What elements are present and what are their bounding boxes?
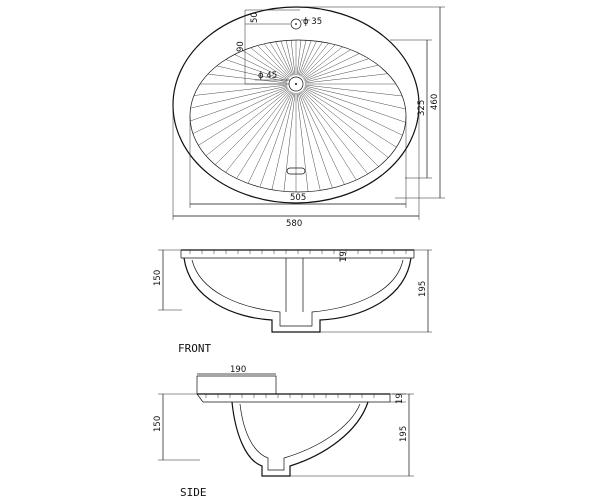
faucet-hole (290, 18, 302, 30)
dim-90: 90 (236, 41, 246, 52)
bowl-rib (225, 90, 291, 173)
bowl-rib (301, 90, 368, 175)
bowl-rib (290, 40, 296, 76)
bowl-rib (283, 92, 296, 192)
bowl-rib (236, 91, 292, 179)
front-dim-195: 195 (418, 281, 428, 297)
bowl-radial-ribs (190, 39, 406, 192)
bowl-rib (198, 88, 289, 146)
bowl-rib (205, 89, 290, 156)
bowl-rib (193, 84, 288, 96)
bowl-rib (280, 40, 294, 76)
bowl-rib (297, 40, 307, 76)
dim-460: 460 (430, 94, 440, 110)
side-view: 190 150 19 195 SIDE (153, 365, 414, 499)
bowl-rib (207, 73, 288, 84)
bowl-rib (302, 90, 379, 167)
bowl-rib (302, 44, 336, 78)
bowl-rib (302, 89, 389, 158)
bowl-rib (296, 39, 302, 76)
bowl-rib (296, 92, 309, 192)
bowl-rib (234, 54, 288, 81)
front-dim-150: 150 (153, 270, 163, 286)
front-dim-19: 19 (339, 251, 349, 262)
bowl-rib (304, 64, 379, 83)
bowl-rib (190, 86, 288, 122)
bowl-rib (216, 65, 288, 83)
basin-inner-bowl (189, 39, 407, 193)
bowl-rib (300, 41, 323, 77)
overflow-slot (286, 167, 306, 175)
bowl-rib (299, 41, 317, 76)
side-dim-195: 195 (399, 426, 409, 442)
bowl-rib (259, 92, 294, 188)
bowl-rib (215, 90, 290, 165)
bowl-rib (192, 87, 288, 134)
side-view-label: SIDE (180, 486, 207, 499)
bowl-rib (242, 50, 289, 80)
bowl-rib (303, 49, 351, 80)
drain-hole-center (295, 83, 297, 85)
bowl-rib (304, 84, 403, 97)
bowl-rib (298, 40, 312, 76)
bowl-rib (304, 86, 406, 123)
front-view: 150 19 195 FRONT (153, 249, 432, 355)
bowl-rib (301, 42, 329, 78)
bowl-rib (299, 92, 345, 185)
dim-phi-35: ϕ 35 (303, 17, 322, 27)
dim-580: 580 (286, 219, 302, 229)
front-bowl-inner (191, 259, 404, 327)
bowl-rib (297, 92, 321, 191)
front-view-label: FRONT (178, 342, 211, 355)
bowl-rib (263, 43, 291, 78)
bowl-rib (250, 47, 290, 79)
side-dim-190: 190 (230, 365, 246, 375)
top-view: 50 ϕ 35 90 ϕ 45 460 325 505 580 (172, 6, 445, 229)
dim-50: 50 (250, 12, 260, 23)
front-bowl-outer (183, 257, 412, 333)
side-bowl-outer (231, 401, 369, 477)
dim-325: 325 (417, 100, 427, 116)
bowl-rib (190, 85, 288, 109)
side-rim-ticks (205, 394, 375, 398)
bowl-rib (269, 42, 292, 77)
bowl-rib (304, 85, 406, 110)
side-faucet-deck (196, 375, 277, 394)
side-dim-150: 150 (153, 416, 163, 432)
bowl-rib (304, 58, 369, 82)
bowl-rib (304, 87, 403, 136)
bowl-rib (304, 73, 388, 84)
bowl-rib (257, 45, 290, 78)
dim-505: 505 (290, 193, 306, 203)
bowl-rib (298, 92, 333, 189)
bowl-rib (225, 59, 288, 82)
bowl-rib (304, 53, 360, 81)
bowl-rib (275, 41, 293, 76)
dim-phi-45: ϕ 45 (258, 71, 277, 81)
side-bowl-inner (239, 403, 361, 471)
side-dim-19: 19 (395, 393, 405, 404)
faucet-hole-center (295, 23, 297, 25)
bowl-rib (302, 46, 343, 79)
bowl-rib (303, 88, 397, 148)
bowl-rib (271, 92, 295, 190)
bowl-rib (285, 40, 295, 76)
bowl-rib (300, 91, 357, 181)
front-rim-ticks (189, 250, 407, 254)
bowl-rib (247, 92, 293, 184)
